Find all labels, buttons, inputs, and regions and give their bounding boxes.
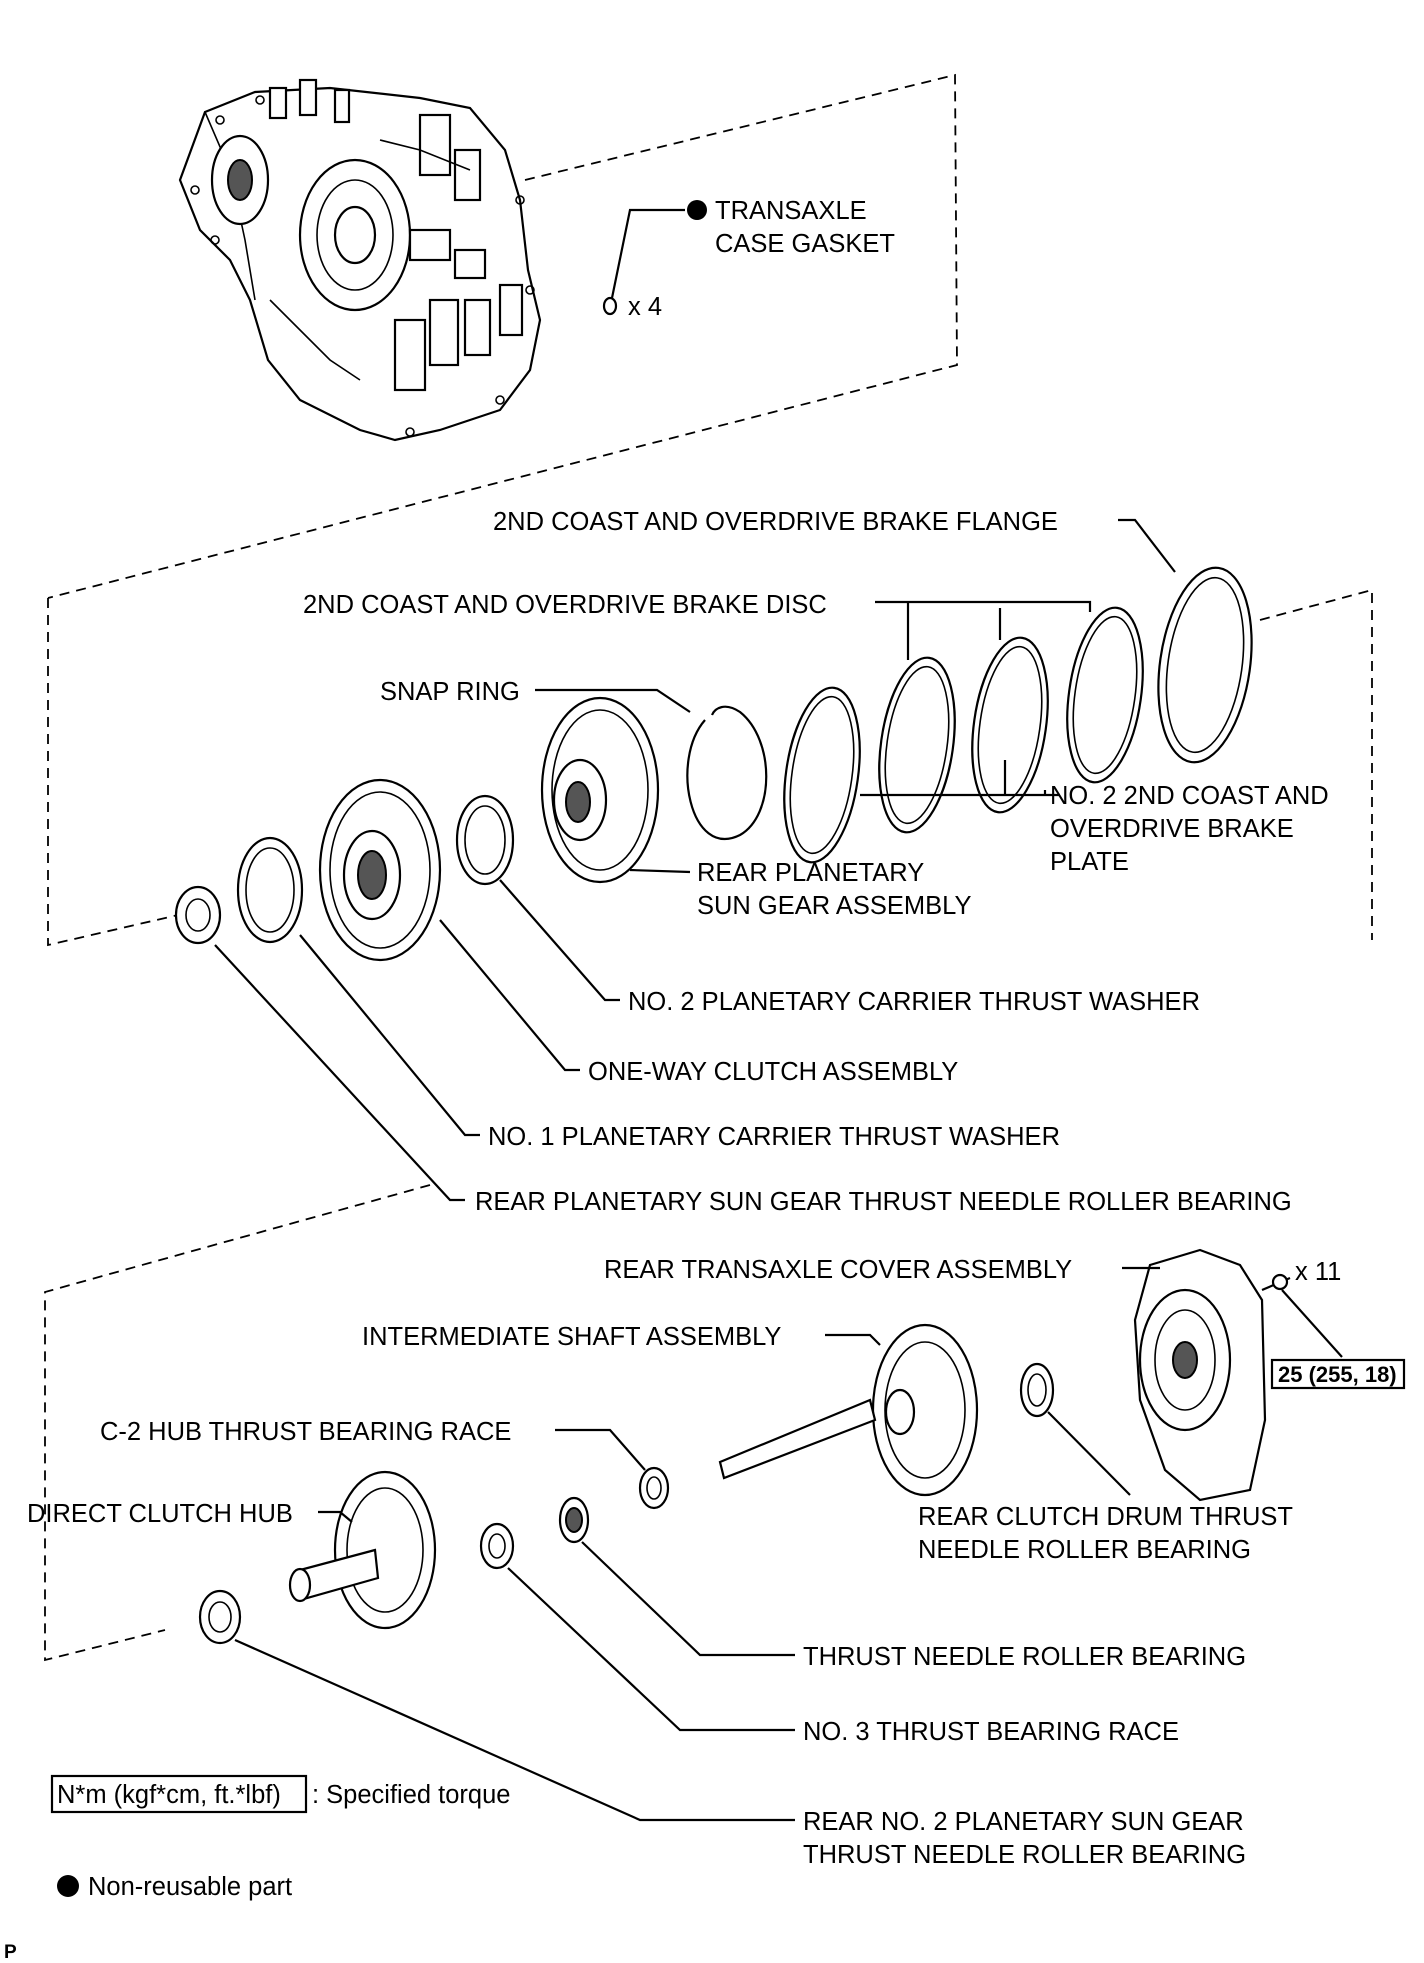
rear-clutch-bearing-label-line1: REAR CLUTCH DRUM THRUST: [918, 1503, 1293, 1531]
gasket-label-line2: CASE GASKET: [715, 230, 895, 258]
torque-unit: N*m (kgf*cm, ft.*lbf): [57, 1781, 281, 1809]
no3-race: NO. 3 THRUST BEARING RACE: [479, 1522, 1179, 1746]
no1-carrier-washer: NO. 1 PLANETARY CARRIER THRUST WASHER: [236, 836, 1060, 1151]
rear-clutch-bearing: REAR CLUTCH DRUM THRUST NEEDLE ROLLER BE…: [918, 1362, 1293, 1564]
rear-no2-bearing: REAR NO. 2 PLANETARY SUN GEAR THRUST NEE…: [198, 1589, 1246, 1869]
rear-cover-label: REAR TRANSAXLE COVER ASSEMBLY: [604, 1256, 1072, 1284]
legend: N*m (kgf*cm, ft.*lbf) : Specified torque…: [4, 1774, 510, 1963]
sun-gear-bearing-label: REAR PLANETARY SUN GEAR THRUST NEEDLE RO…: [475, 1188, 1292, 1216]
brake-flange: 2ND COAST AND OVERDRIVE BRAKE FLANGE: [493, 508, 1253, 764]
no1-washer-label: NO. 1 PLANETARY CARRIER THRUST WASHER: [488, 1123, 1060, 1151]
cover-bolt: x 11 25 (255, 18): [1261, 1258, 1406, 1390]
brake-plates: NO. 2 2ND COAST AND OVERDRIVE BRAKE PLAT…: [860, 760, 1329, 876]
rear-no2-bearing-label-line1: REAR NO. 2 PLANETARY SUN GEAR: [803, 1808, 1244, 1836]
brake-disc-label: 2ND COAST AND OVERDRIVE BRAKE DISC: [303, 591, 827, 619]
transaxle-case-gasket: TRANSAXLE CASE GASKET x 4: [602, 197, 895, 321]
brake-plate-label-line3: PLATE: [1050, 848, 1129, 876]
brake-plate-label-line1: NO. 2 2ND COAST AND: [1050, 782, 1329, 810]
brake-flange-label: 2ND COAST AND OVERDRIVE BRAKE FLANGE: [493, 508, 1058, 536]
nonreusable-legend-icon: [57, 1875, 79, 1897]
intermediate-shaft-label: INTERMEDIATE SHAFT ASSEMBLY: [362, 1323, 781, 1351]
transaxle-case: [178, 78, 542, 442]
one-way-clutch-label: ONE-WAY CLUTCH ASSEMBLY: [588, 1058, 958, 1086]
snap-ring: SNAP RING: [380, 678, 768, 840]
no2-washer-label: NO. 2 PLANETARY CARRIER THRUST WASHER: [628, 988, 1200, 1016]
c2-race: C-2 HUB THRUST BEARING RACE: [100, 1418, 670, 1510]
gasket-qty: x 4: [628, 293, 662, 321]
torque-box: [1270, 1358, 1406, 1390]
rear-planetary-sun-gear: REAR PLANETARY SUN GEAR ASSEMBLY: [540, 696, 971, 920]
rear-no2-bearing-label-line2: THRUST NEEDLE ROLLER BEARING: [803, 1841, 1246, 1869]
alignment-lines: [44, 73, 1373, 1662]
torque-unit-box: [50, 1774, 308, 1814]
direct-clutch-hub-label: DIRECT CLUTCH HUB: [27, 1500, 293, 1528]
c2-race-label: C-2 HUB THRUST BEARING RACE: [100, 1418, 511, 1446]
sun-gear-label-line2: SUN GEAR ASSEMBLY: [697, 892, 971, 920]
figure-ref: P: [4, 1942, 17, 1963]
torque-desc: : Specified torque: [312, 1781, 510, 1809]
torque-value: 25 (255, 18): [1278, 1362, 1397, 1387]
sun-gear-bearing: REAR PLANETARY SUN GEAR THRUST NEEDLE RO…: [174, 885, 1292, 1216]
thrust-bearing-label: THRUST NEEDLE ROLLER BEARING: [803, 1643, 1246, 1671]
brake-discs: 2ND COAST AND OVERDRIVE BRAKE DISC: [303, 591, 1144, 864]
nonreusable-desc: Non-reusable part: [88, 1873, 292, 1901]
snap-ring-label: SNAP RING: [380, 678, 520, 706]
bolt-qty: x 11: [1295, 1258, 1341, 1286]
intermediate-shaft: INTERMEDIATE SHAFT ASSEMBLY: [362, 1323, 979, 1497]
no3-race-label: NO. 3 THRUST BEARING RACE: [803, 1718, 1179, 1746]
thrust-needle-bearing: THRUST NEEDLE ROLLER BEARING: [558, 1496, 1246, 1671]
one-way-clutch: ONE-WAY CLUTCH ASSEMBLY: [318, 778, 958, 1086]
rear-transaxle-cover: REAR TRANSAXLE COVER ASSEMBLY: [604, 1248, 1267, 1502]
direct-clutch-hub: DIRECT CLUTCH HUB: [27, 1470, 437, 1630]
sun-gear-label-line1: REAR PLANETARY: [697, 859, 924, 887]
nonreusable-mark-icon: [687, 200, 707, 220]
brake-plate-label-line2: OVERDRIVE BRAKE: [1050, 815, 1294, 843]
gasket-label-line1: TRANSAXLE: [715, 197, 867, 225]
no2-carrier-washer: NO. 2 PLANETARY CARRIER THRUST WASHER: [455, 794, 1200, 1016]
rear-clutch-bearing-label-line2: NEEDLE ROLLER BEARING: [918, 1536, 1251, 1564]
